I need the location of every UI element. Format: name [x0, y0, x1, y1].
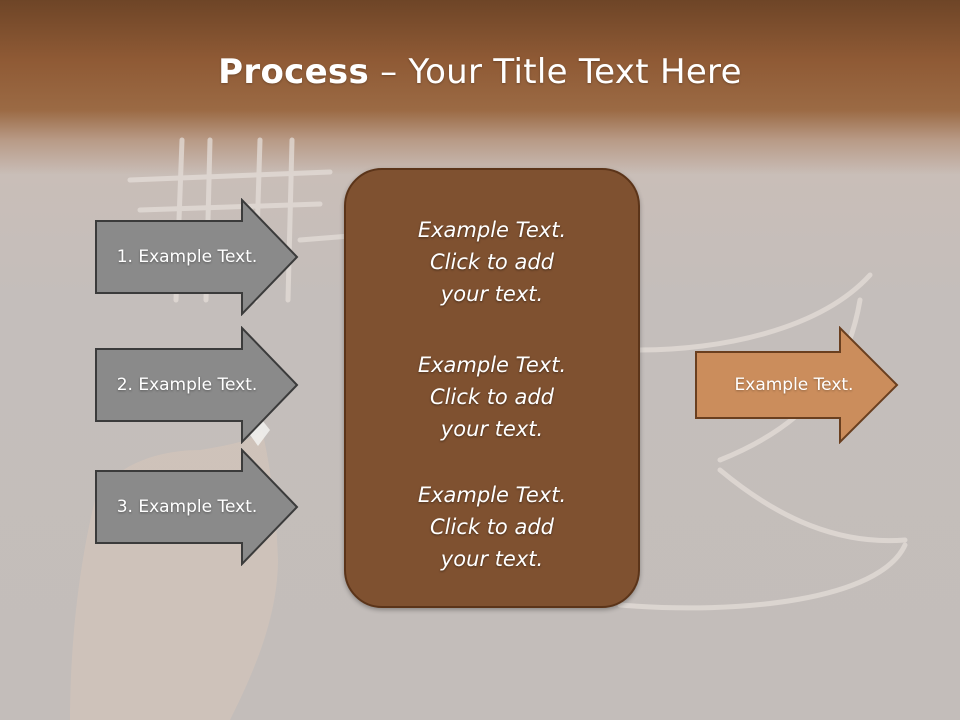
step-arrow-label: 1. Example Text.: [116, 247, 258, 267]
step-arrow-label: 3. Example Text.: [116, 497, 258, 517]
arrow-shape-icon: [95, 198, 299, 316]
step-arrow-1[interactable]: 1. Example Text.: [94, 198, 300, 316]
center-text-line: your text.: [440, 547, 544, 571]
result-arrow-label: Example Text.: [734, 375, 854, 395]
center-text-block-1: Example Text. Click to add your text.: [346, 214, 638, 310]
center-text-box[interactable]: Example Text. Click to add your text. Ex…: [344, 168, 640, 608]
title-rest-part: – Your Title Text Here: [369, 52, 742, 92]
result-arrow[interactable]: Example Text.: [694, 326, 900, 444]
center-text-line: Click to add: [429, 250, 554, 274]
title-bold-part: Process: [218, 52, 370, 92]
center-text-line: Example Text.: [417, 218, 567, 242]
step-arrow-3[interactable]: 3. Example Text.: [94, 448, 300, 566]
center-text-block-3: Example Text. Click to add your text.: [346, 479, 638, 575]
center-text-line: your text.: [440, 417, 544, 441]
arrow-shape-icon: [95, 326, 299, 444]
center-text-line: Example Text.: [417, 353, 567, 377]
step-arrow-label: 2. Example Text.: [116, 375, 258, 395]
center-text-line: Click to add: [429, 385, 554, 409]
step-arrow-2[interactable]: 2. Example Text.: [94, 326, 300, 444]
center-text-line: Example Text.: [417, 483, 567, 507]
slide-title: Process – Your Title Text Here: [0, 52, 960, 92]
arrow-shape-icon: [695, 326, 899, 444]
center-text-block-2: Example Text. Click to add your text.: [346, 349, 638, 445]
center-text-line: your text.: [440, 282, 544, 306]
arrow-shape-icon: [95, 448, 299, 566]
center-text-line: Click to add: [429, 515, 554, 539]
